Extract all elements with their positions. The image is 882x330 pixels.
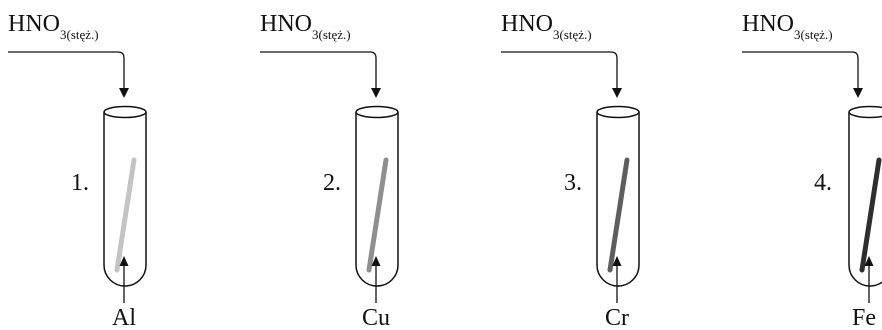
metal-rod [114, 157, 137, 273]
test-tube [848, 112, 882, 287]
tube-group-4: HNO3(stęż.) 4. Fe [742, 11, 882, 330]
tube-number: 1. [71, 170, 89, 196]
label-pointer-head [612, 256, 622, 266]
tube-group-2: HNO3(stęż.) 2. Cu [260, 11, 399, 330]
reagent-label: HNO3(stęż.) [742, 11, 833, 42]
test-tube [596, 112, 640, 287]
label-pointer-head [119, 256, 129, 266]
tube-number: 2. [323, 170, 341, 196]
reagent-label: HNO3(stęż.) [8, 11, 99, 42]
reagent-label: HNO3(stęż.) [501, 11, 592, 42]
test-tube [103, 112, 147, 287]
reagent-flow-line [8, 51, 125, 90]
reagent-flow-line [260, 51, 377, 90]
reagent-arrow-head [119, 88, 129, 98]
test-tube-opening [596, 105, 640, 119]
metal-rod [859, 157, 882, 273]
metal-label: Cr [605, 305, 629, 330]
metal-label: Fe [852, 305, 876, 330]
tube-number: 4. [814, 170, 832, 196]
reagent-flow-line [501, 51, 618, 90]
metal-label: Al [112, 305, 136, 330]
reagent-label: HNO3(stęż.) [260, 11, 351, 42]
reagent-arrow-head [371, 88, 381, 98]
test-tube-opening [848, 105, 882, 119]
tube-group-1: HNO3(stęż.) 1. Al [8, 11, 147, 330]
metal-label: Cu [362, 305, 390, 330]
metal-rod [366, 157, 389, 273]
reagent-arrow-head [853, 88, 863, 98]
test-tube [355, 112, 399, 287]
label-pointer-head [864, 256, 874, 266]
test-tube-opening [103, 105, 147, 119]
tube-group-3: HNO3(stęż.) 3. Cr [501, 11, 640, 330]
reagent-arrow-head [612, 88, 622, 98]
test-tube-opening [355, 105, 399, 119]
metal-rod [607, 157, 630, 273]
label-pointer-head [371, 256, 381, 266]
tube-number: 3. [564, 170, 582, 196]
reagent-flow-line [742, 51, 859, 90]
